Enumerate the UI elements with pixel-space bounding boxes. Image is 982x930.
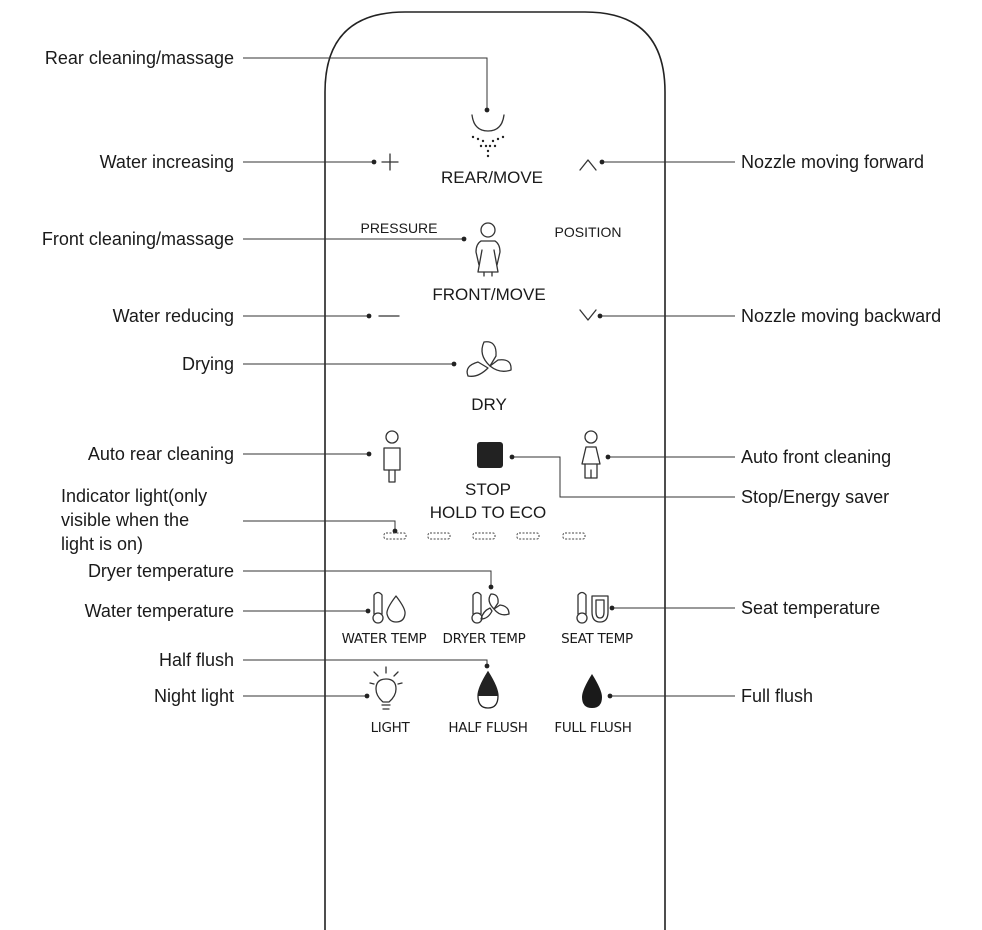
callout-nozzle-backward: Nozzle moving backward xyxy=(741,306,941,326)
spray-dots xyxy=(471,135,505,158)
callout-night-light: Night light xyxy=(154,686,234,706)
indicator-lights xyxy=(383,532,586,540)
callout-auto-front-cleaning: Auto front cleaning xyxy=(741,447,891,467)
chevron-up-icon xyxy=(579,159,597,171)
fan-icon xyxy=(480,593,510,620)
callout-rear-cleaning: Rear cleaning/massage xyxy=(45,48,234,68)
indicator-light xyxy=(383,532,407,540)
pressure-plus-button[interactable] xyxy=(381,153,399,171)
male-figure-icon xyxy=(383,430,401,483)
fan-icon xyxy=(466,341,512,377)
callout-indicator-light-line-1: Indicator light(only xyxy=(61,486,207,506)
hold-to-eco-label: HOLD TO ECO xyxy=(430,503,547,522)
water-temp-button[interactable]: WATER TEMP xyxy=(342,591,427,648)
stop-square-icon xyxy=(477,442,503,468)
pressure-label: PRESSURE xyxy=(360,220,437,236)
position-label: POSITION xyxy=(555,224,622,240)
leader-lines-right xyxy=(512,161,735,697)
callouts-right: Nozzle moving forward Nozzle moving back… xyxy=(741,152,941,706)
leader-dots-left xyxy=(364,107,494,699)
rear-move-button[interactable]: REAR/MOVE xyxy=(441,114,543,187)
callout-stop-energy-saver: Stop/Energy saver xyxy=(741,487,889,507)
callout-drying: Drying xyxy=(182,354,234,374)
rear-move-label: REAR/MOVE xyxy=(441,168,543,187)
callouts-left: Rear cleaning/massage Water increasing F… xyxy=(42,48,234,706)
dry-label: DRY xyxy=(471,395,507,414)
toilet-seat-icon xyxy=(591,595,609,623)
chevron-down-icon xyxy=(579,309,597,321)
indicator-light xyxy=(427,532,451,540)
callout-half-flush: Half flush xyxy=(159,650,234,670)
auto-rear-button[interactable] xyxy=(383,430,401,483)
female-standing-figure-icon xyxy=(581,430,601,479)
callout-indicator-light-line-2: visible when the xyxy=(61,510,189,530)
light-label: LIGHT xyxy=(371,720,411,736)
callout-water-reducing: Water reducing xyxy=(113,306,234,326)
dryer-temp-label: DRYER TEMP xyxy=(443,631,526,647)
full-drop-icon xyxy=(582,674,602,708)
callout-full-flush: Full flush xyxy=(741,686,813,706)
half-drop-icon xyxy=(477,670,499,709)
full-flush-label: FULL FLUSH xyxy=(554,720,631,736)
water-temp-label: WATER TEMP xyxy=(342,631,427,647)
auto-front-button[interactable] xyxy=(581,430,601,479)
indicator-light xyxy=(516,532,540,540)
thermometer-icon xyxy=(471,591,483,624)
callout-indicator-light-line-3: light is on) xyxy=(61,534,143,554)
thermometer-icon xyxy=(372,591,384,624)
dry-button[interactable]: DRY xyxy=(466,341,512,414)
half-flush-button[interactable]: HALF FLUSH xyxy=(448,670,528,736)
seat-temp-button[interactable]: SEAT TEMP xyxy=(561,591,633,648)
light-button[interactable]: LIGHT xyxy=(369,666,411,736)
callout-water-increasing: Water increasing xyxy=(100,152,234,172)
leader-lines-left xyxy=(243,57,492,697)
full-flush-button[interactable]: FULL FLUSH xyxy=(554,674,632,736)
nozzle-backward-button[interactable] xyxy=(579,309,597,321)
thermometer-icon xyxy=(576,591,588,624)
dryer-temp-button[interactable]: DRYER TEMP xyxy=(443,591,526,648)
callout-auto-rear-cleaning: Auto rear cleaning xyxy=(88,444,234,464)
stop-button[interactable]: STOP HOLD TO ECO xyxy=(430,442,547,522)
callout-seat-temperature: Seat temperature xyxy=(741,598,880,618)
front-move-label: FRONT/MOVE xyxy=(432,285,545,304)
front-move-button[interactable]: FRONT/MOVE xyxy=(432,222,546,304)
indicator-light xyxy=(562,532,586,540)
remote-body-outline xyxy=(324,11,666,930)
nozzle-forward-button[interactable] xyxy=(579,159,597,171)
water-drop-icon xyxy=(386,595,406,623)
rear-spray-icon xyxy=(471,114,505,132)
callout-water-temperature: Water temperature xyxy=(85,601,234,621)
stop-label: STOP xyxy=(465,480,511,499)
female-figure-icon xyxy=(475,222,501,277)
callout-dryer-temperature: Dryer temperature xyxy=(88,561,234,581)
callout-nozzle-forward: Nozzle moving forward xyxy=(741,152,924,172)
leader-dots-right xyxy=(509,159,615,699)
indicator-light xyxy=(472,532,496,540)
seat-temp-label: SEAT TEMP xyxy=(561,631,633,647)
plus-icon xyxy=(381,153,399,171)
callout-front-cleaning: Front cleaning/massage xyxy=(42,229,234,249)
lightbulb-icon xyxy=(369,666,403,710)
half-flush-label: HALF FLUSH xyxy=(448,720,527,736)
